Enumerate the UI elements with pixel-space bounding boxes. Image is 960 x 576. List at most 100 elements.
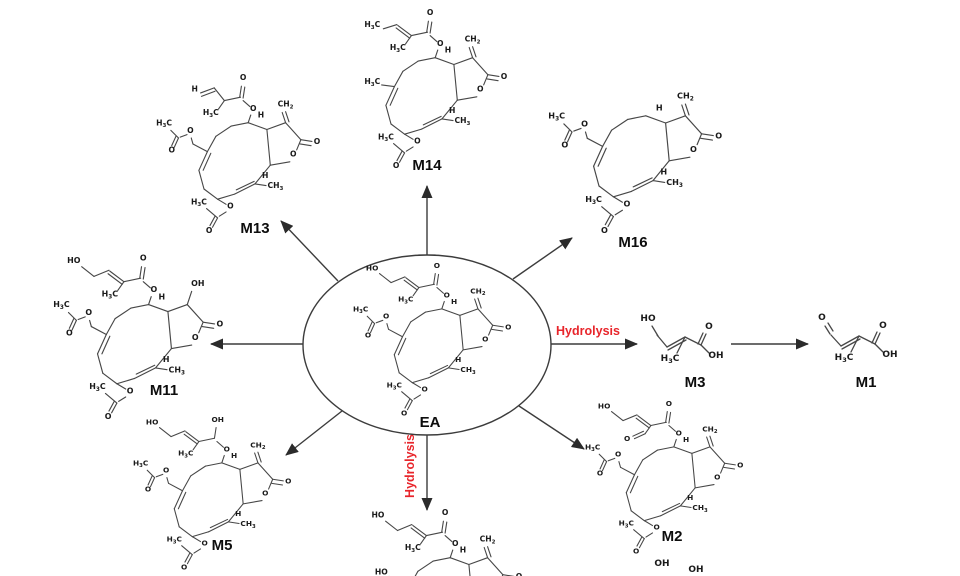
bond [230,122,249,127]
bond [411,377,430,384]
bond [296,139,302,151]
atom-label: H [460,546,466,555]
bond [487,557,504,576]
atom-label: CH3 [460,365,476,376]
atom-label: O [85,308,92,317]
atom-label: H3C [378,132,394,143]
atom-label: O [192,333,199,342]
bond [620,466,636,476]
atom-label: O [597,469,603,478]
bond [242,86,246,99]
atom-label: OH [882,350,897,360]
bond [401,321,412,338]
bond [599,459,605,470]
bond [697,332,704,345]
bond [618,461,622,468]
bond [696,133,703,146]
bond [492,324,504,328]
atom-label: O [879,321,887,331]
bond [111,402,118,414]
atom-label: O [314,137,321,146]
bond [77,316,86,321]
atom-label: H3C [53,300,70,311]
bond [299,143,312,147]
molecule-hydrolysis-product: OOCH3HHCH2OOH3CHOHOOOH3C [371,508,523,576]
atom-label: HO [598,401,610,410]
bond [390,123,406,135]
bond [840,335,860,347]
bond [627,115,647,120]
bond [706,436,711,448]
bond [850,335,860,353]
bond [392,142,406,154]
atom-label: CH3 [692,503,708,514]
bond [155,367,168,371]
bond [89,319,92,328]
bond [428,367,449,379]
bond [71,319,77,331]
atom-label: H3C [585,442,600,453]
atom-label: O [505,322,511,331]
atom-label: CH3 [169,365,185,376]
atom-label: H3C [387,381,402,392]
bond [183,433,198,445]
atom-label: O [477,85,484,94]
bond [213,427,217,439]
molecule-label-m14: M14 [412,157,442,174]
hydrolysis-label-right: Hydrolysis [556,324,620,338]
bond [147,475,153,486]
bond [425,531,444,537]
atom-label: H3C [619,519,634,530]
bond [564,129,570,141]
bond [268,478,274,490]
bond [67,311,77,321]
bond [404,35,412,45]
atom-label: OH [708,351,723,361]
bond [629,475,639,494]
atom-label: H [262,171,268,180]
bond [483,546,489,559]
atom-label: O [581,119,588,129]
atom-label: H3C [364,20,380,31]
bond [632,430,645,437]
bond [612,190,632,198]
atom-label: CH2 [677,91,694,103]
bond [429,364,449,375]
bond [607,457,616,462]
bond [673,446,693,454]
bond [285,122,302,141]
bond [173,490,184,510]
bond [422,115,442,126]
atom-label: O [216,320,223,329]
bond [211,217,219,228]
bond [178,526,193,538]
atom-label: H3C [102,290,119,301]
bond [436,286,445,294]
atom-label: O [127,386,134,395]
bond [204,462,223,467]
bond [691,452,696,489]
atom-label: O [676,428,682,437]
bond [206,135,217,153]
atom-label: O [623,199,630,209]
bond [830,334,842,347]
bond [601,206,614,218]
atom-label: H3C [178,448,193,459]
bond [147,296,152,306]
bond [170,344,193,350]
bond [208,521,229,533]
bond [123,277,142,283]
atom-label: H [455,355,461,364]
atom-label: O [633,546,639,555]
bond [390,276,406,284]
bond [135,364,156,375]
bond [218,211,227,217]
bond [227,503,244,523]
bond [96,333,107,355]
atom-label: H3C [364,77,380,88]
bond [191,536,202,543]
atom-label: O [227,202,234,211]
